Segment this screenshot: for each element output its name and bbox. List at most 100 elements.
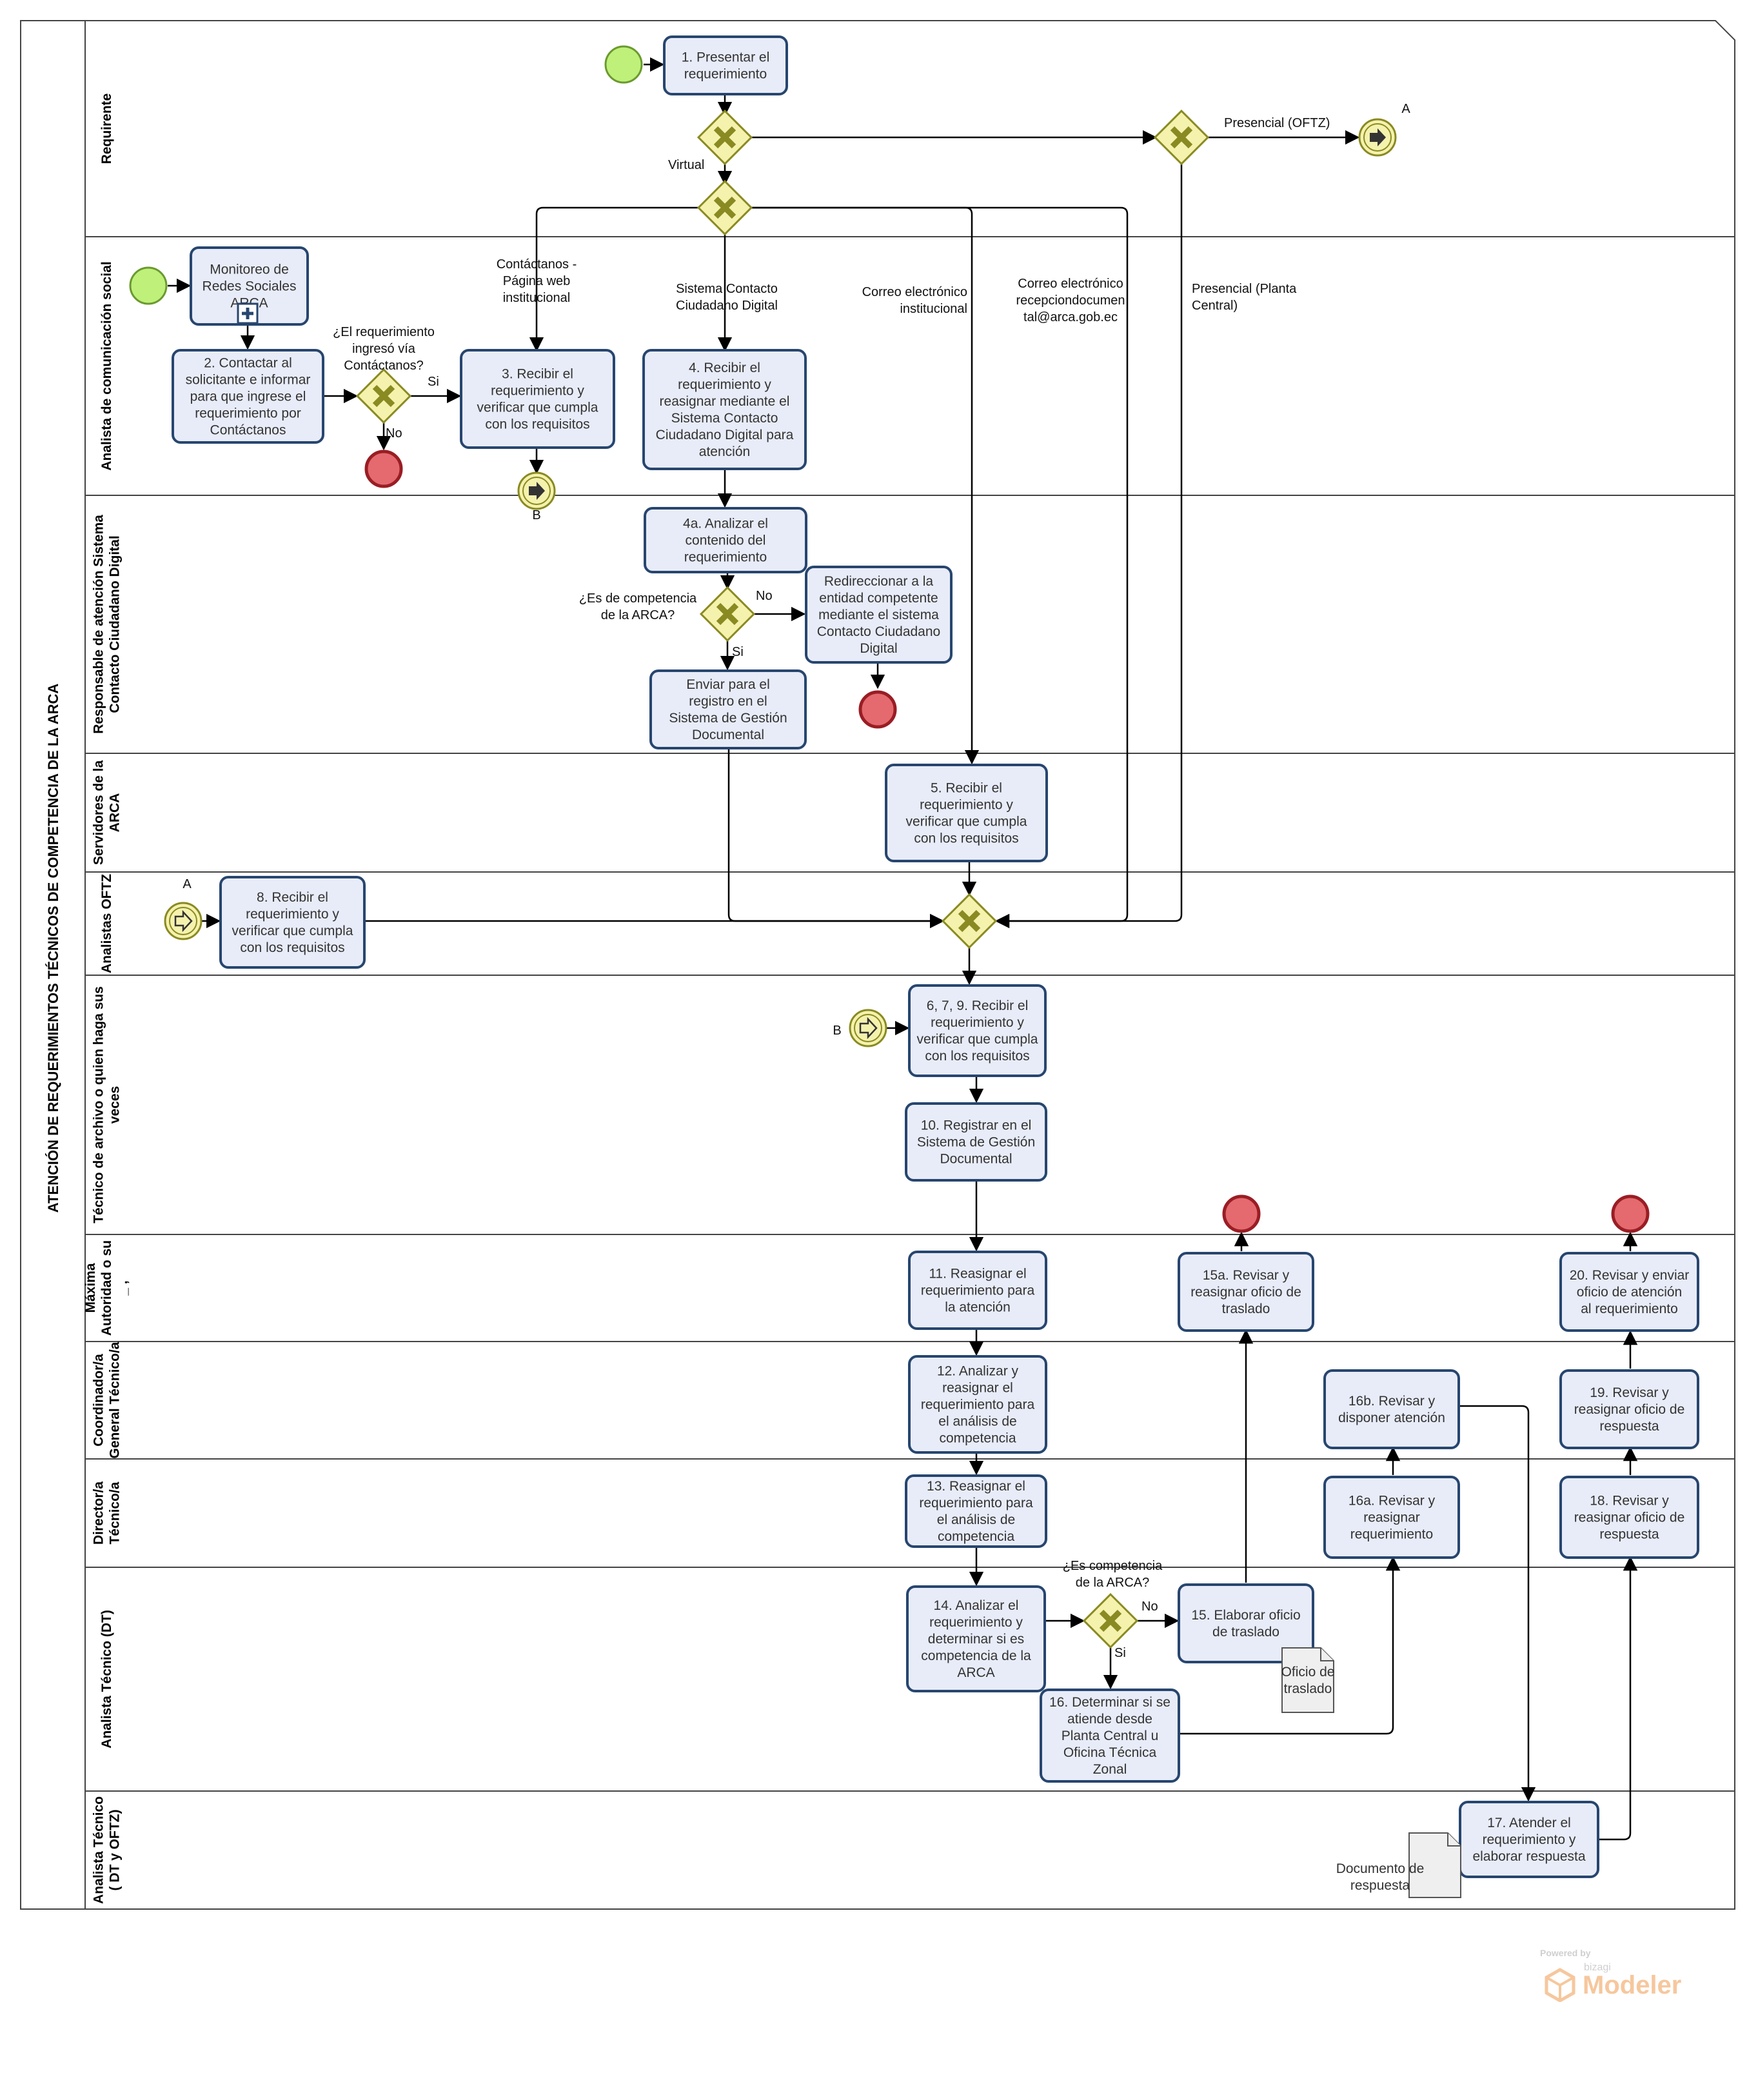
flow-label-no3: No xyxy=(1141,1600,1158,1614)
flow-label-si2: Si xyxy=(732,645,744,659)
flow-gw2-to-gw8 xyxy=(996,163,1183,922)
pool-title: ATENCIÓN DE REQUERIMIENTOS TÉCNICOS DE C… xyxy=(45,684,61,1213)
lane-label-dt: Analista Técnico (DT) xyxy=(99,1610,114,1748)
lane-label-comunicacion: Analista de comunicación social xyxy=(99,261,114,470)
bizagi-modeler-logo: Powered by bizagi Modeler xyxy=(1540,1948,1701,2006)
flow-label-link_b1: B xyxy=(532,508,540,522)
lane-coordinador: Coordinador/aGeneral Técnico/a xyxy=(92,1342,123,1458)
bizagi-text: bizagi xyxy=(1584,1962,1611,1973)
gateway-competencia-1 xyxy=(699,586,756,642)
link-catch-event-a xyxy=(164,902,202,940)
flow-t16-to-t16a xyxy=(1179,1556,1401,1735)
lane-ciudadano: Responsable de atención SistemaContacto … xyxy=(92,515,123,734)
end-event-no-contactanos xyxy=(364,450,403,488)
pool: ATENCIÓN DE REQUERIMIENTOS TÉCNICOS DE C… xyxy=(20,20,1735,1910)
flow-label-si1: Si xyxy=(428,375,439,389)
lane-label-ciudadano: Responsable de atención SistemaContacto … xyxy=(92,515,123,734)
powered-by-text: Powered by xyxy=(1540,1948,1591,1958)
flow-label-no1: No xyxy=(386,426,402,441)
lane-label-archivo: Técnico de archivo o quien haga susveces xyxy=(92,986,123,1223)
flow-label-no2: No xyxy=(756,589,773,603)
lane-label-coordinador: Coordinador/aGeneral Técnico/a xyxy=(92,1342,123,1458)
start-event xyxy=(604,45,643,84)
end-event-traslado xyxy=(1222,1194,1261,1233)
lane-dt: Analista Técnico (DT) xyxy=(99,1610,114,1748)
flow-t17-to-t18 xyxy=(1598,1556,1638,1841)
lane-maxima: MáximaAutoridad o su_ , xyxy=(83,1240,130,1336)
gateway-competencia-2 xyxy=(1082,1592,1139,1649)
flow-gw3-to-t3 xyxy=(529,206,699,352)
lane-director: Director/aTécnico/a xyxy=(92,1481,123,1545)
link-catch-event-b xyxy=(849,1009,887,1047)
subprocess-plus-icon xyxy=(237,302,259,324)
gateway-merge xyxy=(941,893,998,949)
start-event-monitoreo xyxy=(129,266,168,305)
lane-label-oftz: Analistas OFTZ xyxy=(99,874,114,973)
lane-archivo: Técnico de archivo o quien haga susveces xyxy=(92,986,123,1223)
flow-label-virtual: Virtual xyxy=(668,158,704,172)
lane-label-dtoftz: Analista Técnico( DT y OFTZ) xyxy=(92,1796,123,1904)
sequence-flows xyxy=(168,57,1638,1841)
link-throw-event-a xyxy=(1358,118,1397,157)
flow-label-link_a2: A xyxy=(183,877,192,891)
gateway-virtual xyxy=(696,179,753,236)
gateway-contactanos xyxy=(355,368,412,424)
bizagi-cube-icon xyxy=(1545,1968,1575,2002)
gateway-canal xyxy=(696,109,753,166)
modeler-text: Modeler xyxy=(1583,1971,1682,1999)
flow-label-si3: Si xyxy=(1114,1646,1126,1660)
lane-comunicacion: Analista de comunicación social xyxy=(99,261,114,470)
lane-label-director: Director/aTécnico/a xyxy=(92,1481,123,1545)
end-event-respuesta xyxy=(1611,1194,1650,1233)
